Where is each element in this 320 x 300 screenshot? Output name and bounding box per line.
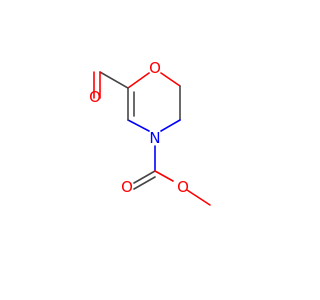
ester-oxygen-label: O xyxy=(177,178,189,196)
aldehyde-oxygen-label: O xyxy=(89,88,101,106)
bond-ester-o-methyl xyxy=(186,189,211,206)
carbonyl-oxygen-label: O xyxy=(121,178,133,196)
bond-ch2-n xyxy=(160,119,181,132)
bond-carbonyl-c-o xyxy=(133,170,156,184)
aldehyde-group: O xyxy=(89,71,129,106)
bond-c7-c8-aldehyde xyxy=(99,71,129,89)
carbamate-group: O O xyxy=(121,145,211,206)
bond-carbonyl-c-ester-o xyxy=(154,170,174,182)
bond-c7-o-ring xyxy=(127,72,150,89)
molecule-structure-diagram: O O N O O xyxy=(89,59,211,206)
ring-oxygen-label: O xyxy=(149,59,161,77)
bond-o-ring-ch2 xyxy=(160,72,181,87)
nitrogen-label: N xyxy=(149,129,160,147)
bond-n-ch xyxy=(127,119,150,132)
oxazine-ring: O N xyxy=(127,59,181,147)
bond-carbonyl-c-o-inner xyxy=(133,176,156,190)
